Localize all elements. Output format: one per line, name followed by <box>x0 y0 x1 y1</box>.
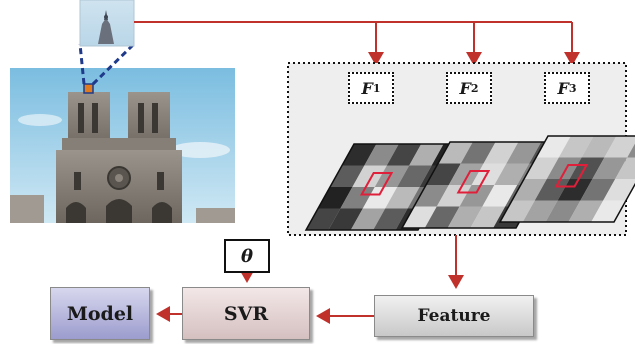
feature-cell <box>627 143 635 158</box>
feature-cell <box>615 157 635 179</box>
feature-cell <box>581 136 617 158</box>
feature-cell <box>350 208 386 230</box>
crop-to-features-arrows <box>134 21 580 66</box>
f3-sub: 3 <box>568 81 577 95</box>
feature-cell <box>580 179 616 201</box>
feature-map-group <box>304 135 635 231</box>
svr-box: SVR <box>182 287 310 340</box>
feature-cell <box>534 179 570 201</box>
feature-cell <box>385 187 420 209</box>
flow-arrows <box>156 235 464 324</box>
feature-label: Feature <box>417 306 491 326</box>
feature-cell <box>328 208 363 230</box>
f2-base: F <box>459 78 471 98</box>
feature-cell <box>482 185 518 207</box>
feature-cell <box>409 144 444 166</box>
model-label: Model <box>66 302 134 325</box>
feature-cell <box>306 208 341 230</box>
feature-cell <box>424 206 460 228</box>
feature-cell <box>352 165 387 187</box>
feature-map-outline <box>498 135 635 223</box>
feature-cell <box>364 144 399 166</box>
zoom-connector <box>78 42 136 86</box>
feature-cell <box>557 179 593 201</box>
feature-cell <box>524 157 559 179</box>
f1-base: F <box>361 78 373 98</box>
feature-cell <box>569 157 605 179</box>
feature-cell <box>436 185 472 207</box>
feature-cell <box>374 165 410 187</box>
feature-cell <box>545 200 581 222</box>
feature-box: Feature <box>374 295 534 337</box>
highlight-box <box>359 172 394 196</box>
theta-label: θ <box>240 245 253 267</box>
feature-cell <box>448 163 484 185</box>
cathedral-photo <box>10 68 235 223</box>
feature-cell <box>494 163 530 185</box>
feature-cell <box>459 185 495 207</box>
feature-cell <box>536 136 571 158</box>
feature-cell <box>500 200 535 222</box>
feature-cell <box>330 165 365 187</box>
feature-cell <box>447 206 483 228</box>
feature-map-outline <box>400 141 566 229</box>
feature-cell <box>546 157 582 179</box>
zoomed-crop <box>79 0 135 47</box>
feature-cell <box>470 206 506 228</box>
f1-sub: 1 <box>372 81 381 95</box>
highlight-box <box>456 170 491 194</box>
f3-base: F <box>557 78 569 98</box>
feature-map-f3 <box>498 135 635 223</box>
feature-cell <box>591 200 626 222</box>
theta-box: θ <box>224 239 270 273</box>
feature-cell <box>340 187 375 209</box>
feature-cell <box>438 142 473 164</box>
feature-cell <box>604 136 635 158</box>
feature-cell <box>568 200 604 222</box>
feature-cell <box>402 206 437 228</box>
feature-cell <box>603 179 635 201</box>
feature-cell <box>426 163 461 185</box>
feature-cell <box>460 142 496 164</box>
feature-cell <box>483 142 519 164</box>
feature-map-outline <box>304 143 468 231</box>
feature-cell <box>342 144 377 166</box>
feature-cell <box>592 157 628 179</box>
feature-cell <box>512 179 547 201</box>
feature-cell <box>386 144 422 166</box>
model-box: Model <box>50 287 150 340</box>
feature-cell <box>397 165 432 187</box>
feature-cell <box>373 208 408 230</box>
feature-cell <box>558 136 594 158</box>
f2-sub: 2 <box>470 81 479 95</box>
feature-cell <box>471 163 507 185</box>
feature-cell <box>362 187 398 209</box>
feature-cell <box>506 142 542 164</box>
feature-cell <box>414 185 449 207</box>
feature-cell <box>522 200 558 222</box>
highlight-box <box>554 164 589 188</box>
svr-label: SVR <box>223 302 269 325</box>
feature-cell <box>318 187 353 209</box>
